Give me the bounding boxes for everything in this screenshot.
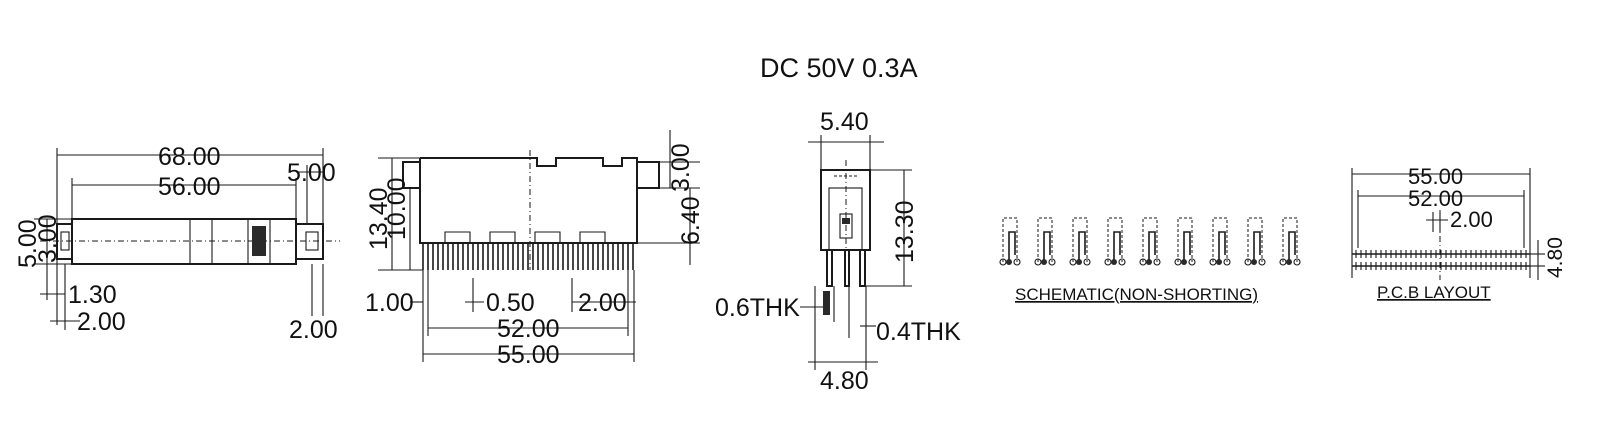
- side-dim-2-00-right: 2.00: [289, 316, 338, 344]
- pcb-row-spacing: 4.80: [1544, 237, 1567, 278]
- side-end-width: 5.00: [287, 159, 336, 187]
- schematic: SCHEMATIC(NON-SHORTING): [999, 217, 1301, 304]
- front-pitch: 2.00: [578, 289, 627, 317]
- front-view: 13.40 10.00 3.00 6.40 1.00 0.50 2.00 52.…: [365, 130, 705, 369]
- schematic-caption: SCHEMATIC(NON-SHORTING): [1015, 285, 1258, 304]
- end-lead-thk-left: 0.6THK: [715, 294, 800, 322]
- end-top-width: 5.40: [820, 108, 869, 136]
- front-lead-length: 6.40: [677, 196, 705, 245]
- front-edge-offset: 1.00: [365, 289, 414, 317]
- end-lead-thk-right: 0.4THK: [876, 318, 961, 346]
- end-view: 5.40 13.30 0.6THK 0.4THK 4.80: [715, 108, 961, 395]
- side-overall-length: 68.00: [158, 143, 221, 171]
- pcb-layout: 55.00 52.00 2.00 4.80 P.C.B LAYOUT: [1351, 164, 1567, 302]
- rating-title: DC 50V 0.3A: [760, 53, 918, 83]
- end-bottom-width: 4.80: [820, 367, 869, 395]
- front-pin-span: 52.00: [497, 315, 560, 343]
- pcb-overall: 55.00: [1408, 164, 1463, 189]
- side-height-outer: 5.00: [14, 219, 42, 268]
- front-tab-height: 3.00: [667, 143, 695, 192]
- side-dim-1-30: 1.30: [68, 281, 117, 309]
- side-inner-length: 56.00: [158, 173, 221, 201]
- pcb-hole-rows: [1352, 250, 1530, 270]
- pcb-span: 52.00: [1408, 186, 1463, 211]
- side-view: 68.00 56.00 5.00 5.00 3.00 1.30 2.00: [14, 143, 340, 344]
- schematic-switch-cells: [999, 217, 1301, 266]
- pcb-caption: P.C.B LAYOUT: [1377, 283, 1491, 302]
- end-height: 13.30: [891, 200, 919, 263]
- side-dim-2-00-left: 2.00: [77, 308, 126, 336]
- front-overall-width: 55.00: [497, 341, 560, 369]
- front-pin-width: 0.50: [486, 289, 535, 317]
- pcb-pitch: 2.00: [1450, 207, 1493, 232]
- pin-comb: [420, 231, 637, 270]
- side-height-inner: 3.00: [34, 214, 62, 263]
- front-height-total: 13.40: [365, 187, 393, 250]
- front-height-body: 10.00: [383, 177, 411, 240]
